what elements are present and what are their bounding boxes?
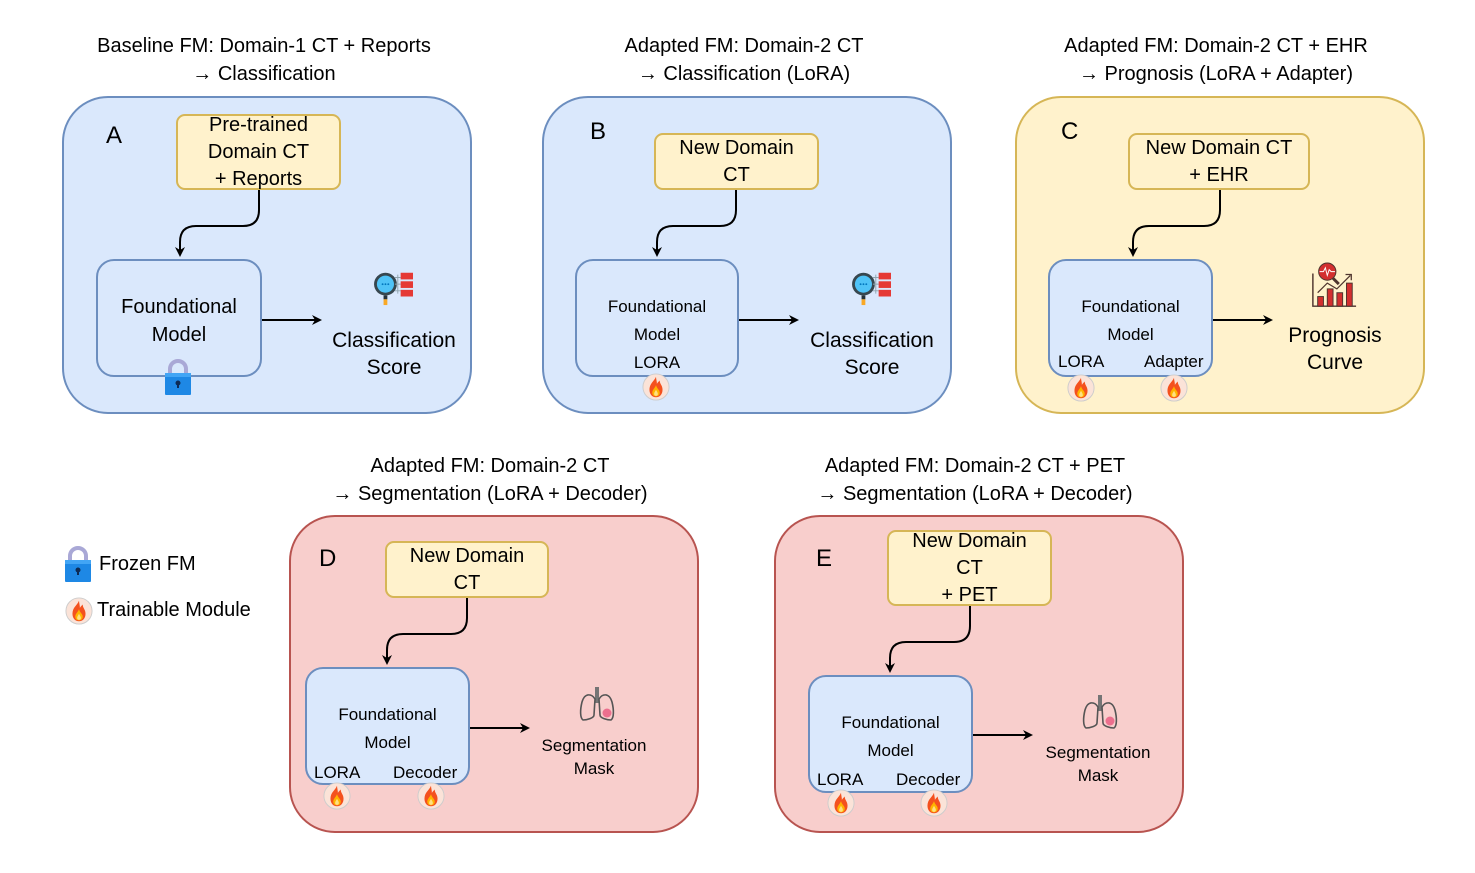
lora-label: LORA: [817, 770, 864, 789]
input-line: + PET: [941, 583, 998, 606]
decoder-label: Decoder: [896, 770, 961, 789]
panel-letter: D: [319, 545, 337, 572]
panel-e-title: Adapted FM: Domain-2 CT + PET → Segmenta…: [755, 452, 1195, 508]
legend-trainable-label: Trainable Module: [97, 599, 251, 621]
panel-letter: E: [816, 545, 833, 572]
adapter-label: Adapter: [1144, 352, 1204, 371]
legend-lock-icon: [63, 546, 93, 583]
legend-frozen-label: Frozen FM: [99, 553, 196, 575]
panel-a-title-line2: → Classification: [192, 63, 336, 85]
panel-d-title: Adapted FM: Domain-2 CT → Segmentation (…: [270, 452, 710, 508]
output-label: Segmentation Mask: [509, 734, 679, 780]
panel-d-title-line2: → Segmentation (LoRA + Decoder): [332, 483, 648, 505]
input-line: Domain CT: [207, 140, 310, 163]
input-data-box: Pre-trained Domain CT + Reports: [176, 114, 341, 190]
output-line: Mask: [573, 759, 615, 778]
input-data-box: New Domain CT + EHR: [1128, 133, 1310, 190]
output-label: Classification Score: [787, 327, 957, 381]
foundational-model-box: Foundational Model LORA Decoder: [305, 667, 470, 785]
output-line: Curve: [1306, 351, 1364, 374]
panel-c-title: Adapted FM: Domain-2 CT + EHR → Prognosi…: [996, 32, 1436, 88]
model-line: Foundational: [121, 296, 237, 318]
input-line: New Domain: [912, 529, 1027, 552]
lora-label: LORA: [1058, 352, 1105, 371]
model-line: Foundational: [338, 705, 437, 724]
foundational-model-box: Foundational Model LORA Adapter: [1048, 259, 1213, 377]
input-line: Pre-trained: [209, 113, 308, 136]
input-line: CT: [453, 571, 481, 594]
panel-a-title-line1: Baseline FM: Domain-1 CT + Reports: [97, 35, 431, 57]
legend-fire-icon: [65, 597, 93, 625]
lora-label: LORA: [314, 763, 361, 782]
foundational-model-box: Foundational Model: [96, 259, 262, 377]
lora-label: LORA: [633, 353, 681, 372]
model-line: Model: [633, 325, 681, 344]
model-label: Foundational Model: [810, 709, 971, 765]
model-line: Model: [1107, 325, 1154, 344]
model-line: Foundational: [607, 297, 707, 316]
output-line: Score: [366, 356, 422, 379]
decoder-label: Decoder: [393, 763, 458, 782]
output-label: Prognosis Curve: [1250, 322, 1420, 376]
input-data-box: New Domain CT + PET: [887, 530, 1052, 606]
model-line: Foundational: [841, 713, 940, 732]
panel-c-title-line1: Adapted FM: Domain-2 CT + EHR: [1064, 35, 1368, 57]
model-line: Foundational: [1081, 297, 1180, 316]
output-line: Mask: [1077, 766, 1119, 785]
input-data-box: New Domain CT: [654, 133, 819, 190]
panel-b-title: Adapted FM: Domain-2 CT → Classification…: [524, 32, 964, 88]
output-line: Segmentation: [541, 736, 647, 755]
model-label: Foundational Model: [1050, 293, 1211, 349]
input-line: + EHR: [1189, 163, 1249, 186]
foundational-model-box: Foundational Model LORA Decoder: [808, 675, 973, 793]
input-line: CT: [956, 556, 983, 579]
model-label: Foundational Model: [98, 293, 260, 349]
panel-c-title-line2: → Prognosis (LoRA + Adapter): [1078, 63, 1354, 85]
input-line: New Domain CT: [1145, 136, 1293, 159]
panel-letter: B: [590, 118, 607, 145]
output-line: Classification: [332, 329, 456, 352]
input-line: New Domain: [679, 136, 794, 159]
input-line: + Reports: [214, 167, 303, 190]
model-line: Model: [867, 741, 914, 760]
input-data-box: New Domain CT: [385, 541, 549, 598]
output-label: Classification Score: [309, 327, 479, 381]
panel-letter: C: [1061, 118, 1079, 145]
foundational-model-box: Foundational Model LORA: [575, 259, 739, 377]
panel-d-title-line1: Adapted FM: Domain-2 CT: [370, 455, 610, 477]
panel-b-title-line2: → Classification (LoRA): [637, 63, 851, 85]
model-label: Foundational Model: [307, 701, 468, 757]
panel-a-title: Baseline FM: Domain-1 CT + Reports → Cla…: [44, 32, 484, 88]
output-line: Classification: [810, 329, 934, 352]
panel-e-title-line1: Adapted FM: Domain-2 CT + PET: [824, 455, 1126, 477]
panel-letter: A: [106, 122, 123, 149]
output-line: Score: [844, 356, 900, 379]
input-line: CT: [723, 163, 750, 186]
panel-e-title-line2: → Segmentation (LoRA + Decoder): [817, 483, 1133, 505]
output-line: Prognosis: [1288, 324, 1382, 347]
model-label: Foundational Model LORA: [577, 293, 737, 377]
model-line: Model: [151, 324, 207, 346]
input-line: New Domain: [409, 544, 525, 567]
model-line: Model: [364, 733, 411, 752]
panel-b-title-line1: Adapted FM: Domain-2 CT: [624, 35, 864, 57]
output-line: Segmentation: [1045, 743, 1151, 762]
output-label: Segmentation Mask: [1013, 741, 1183, 787]
